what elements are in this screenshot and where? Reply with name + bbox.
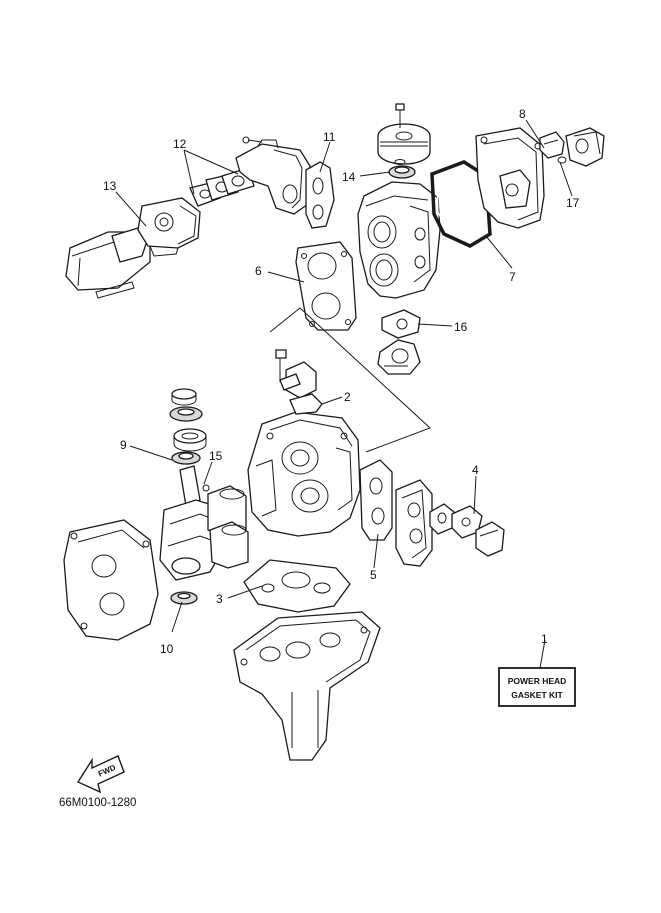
oil-pump — [377, 339, 421, 375]
filler-gasket — [289, 393, 323, 415]
crankshaft-oil-seal-upper — [171, 451, 201, 465]
callout-9: 9 — [120, 438, 127, 452]
exhaust-cover-gasket — [359, 459, 393, 541]
callout-numbers: 1 2 3 4 5 6 7 8 9 10 11 12 13 14 15 16 1… — [103, 107, 580, 656]
water-outlet — [429, 503, 455, 535]
manifold-gasket — [305, 161, 335, 229]
carburetor — [137, 197, 201, 257]
callout-13: 13 — [103, 179, 117, 193]
callout-1: 1 — [541, 632, 548, 646]
upper-casing — [233, 611, 381, 761]
exhaust-cover — [395, 479, 433, 567]
cylinder-head-cover — [475, 127, 545, 229]
oil-filler-bracket — [275, 349, 317, 399]
callout-3: 3 — [216, 592, 223, 606]
crankshaft-assembly — [159, 465, 249, 581]
callout-14: 14 — [342, 170, 356, 184]
callout-6: 6 — [255, 264, 262, 278]
gasket-kit-label: POWER HEAD GASKET KIT — [498, 667, 576, 707]
callout-2: 2 — [344, 390, 351, 404]
thermostat-cap — [539, 127, 605, 167]
cylinder-head-gasket — [295, 241, 357, 331]
base-gasket — [243, 559, 351, 613]
crankshaft-bearings — [169, 388, 207, 452]
cylinder-block — [247, 411, 361, 537]
callout-15: 15 — [209, 449, 223, 463]
intake-manifold — [235, 136, 311, 215]
intake-silencer — [65, 227, 151, 299]
callout-5: 5 — [370, 568, 377, 582]
callout-8: 8 — [519, 107, 526, 121]
callout-11: 11 — [323, 130, 336, 144]
forward-direction-arrow: FWD — [76, 755, 125, 794]
thermostat-o-ring — [557, 156, 567, 164]
callout-12: 12 — [173, 137, 187, 151]
cylinder-head — [357, 181, 441, 299]
callout-17: 17 — [566, 196, 580, 210]
assembly-guide-lines — [269, 307, 431, 453]
callout-4: 4 — [472, 463, 479, 477]
callout-10: 10 — [160, 642, 174, 656]
callout-leaders — [115, 119, 573, 669]
callout-7: 7 — [509, 270, 516, 284]
callout-16: 16 — [454, 320, 468, 334]
oil-pump-gasket — [381, 309, 421, 339]
thermostat-housing — [475, 521, 505, 557]
crankshaft-oil-seal-lower — [170, 591, 198, 605]
crankcase — [63, 519, 159, 641]
drawing-code: 66M0100-1280 — [59, 797, 136, 809]
head-cover-gasket — [430, 160, 492, 248]
kit-label-line2: GASKET KIT — [511, 690, 563, 700]
flywheel — [377, 103, 431, 165]
kit-label-line1: POWER HEAD — [508, 676, 567, 686]
